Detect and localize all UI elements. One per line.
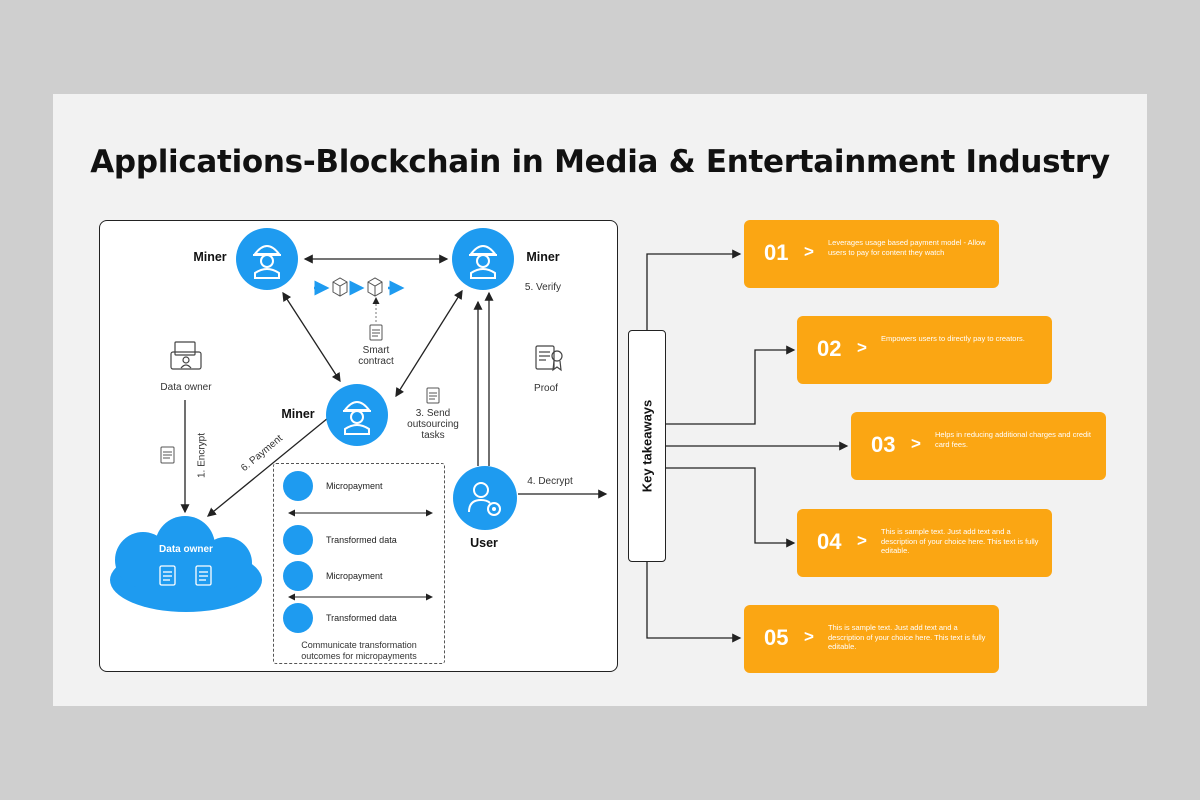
flow-item-4: Transformed data <box>326 613 397 623</box>
document-icon <box>283 603 313 633</box>
miner-center-node <box>326 384 388 446</box>
takeaway-text: Leverages usage based payment model - Al… <box>828 238 986 257</box>
proof-label: Proof <box>534 383 558 394</box>
miner-link-right <box>395 289 463 398</box>
miner-icon <box>342 401 372 435</box>
micropayment-icon <box>283 561 313 591</box>
micropayment-flow-box <box>273 463 445 664</box>
user-gear-icon <box>468 482 501 516</box>
flow-item-3: Micropayment <box>326 571 383 581</box>
kt-connector-02 <box>666 345 796 425</box>
takeaway-number: 01 <box>764 240 789 265</box>
flow-caption-2: outcomes for micropayments <box>301 651 417 661</box>
takeaway-text: Helps in reducing additional charges and… <box>935 430 1091 449</box>
send-label-3: tasks <box>421 430 445 441</box>
page-title: Applications-Blockchain in Media & Enter… <box>90 144 1110 180</box>
document-icon <box>369 324 383 341</box>
takeaway-card-01: 01 > Leverages usage based payment model… <box>744 220 999 288</box>
miner-left-node <box>236 228 298 290</box>
takeaway-text: This is sample text. Just add text and a… <box>881 527 1039 555</box>
send-label-1: 3. Send <box>415 408 451 419</box>
kt-connector-04 <box>666 467 796 548</box>
encrypt-label: 1. Encrypt <box>196 432 208 479</box>
smart-contract-label-2: contract <box>358 356 394 367</box>
takeaway-card-02: 02 > Empowers users to directly pay to c… <box>797 316 1052 384</box>
cloud-icon <box>110 516 262 612</box>
takeaway-text: This is sample text. Just add text and a… <box>828 623 986 651</box>
smart-contract-label-1: Smart <box>362 345 390 356</box>
micropayment-icon <box>283 471 313 501</box>
data-owner-label: Data owner <box>160 382 212 393</box>
chevron-right-icon: > <box>804 627 814 646</box>
takeaway-number: 02 <box>817 336 842 361</box>
chevron-right-icon: > <box>857 338 867 357</box>
data-owner-icon <box>170 341 202 370</box>
miner-center-label: Miner <box>281 407 315 421</box>
flow-item-2: Transformed data <box>326 535 397 545</box>
key-takeaways-label: Key takeaways <box>639 399 655 493</box>
takeaway-text: Empowers users to directly pay to creato… <box>881 334 1025 343</box>
flow-item-1: Micropayment <box>326 481 383 491</box>
blockchain-cube-icon <box>332 277 383 297</box>
verify-label: 5. Verify <box>524 282 562 293</box>
kt-connector-05 <box>646 562 742 643</box>
document-icon <box>426 387 440 404</box>
takeaway-card-05: 05 > This is sample text. Just add text … <box>744 605 999 673</box>
takeaway-number: 05 <box>764 625 789 650</box>
document-icon <box>160 446 175 464</box>
document-icon <box>283 525 313 555</box>
cloud-data-owner-label: Data owner <box>159 544 213 555</box>
takeaway-number: 03 <box>871 432 896 457</box>
payment-arrow <box>206 417 329 517</box>
miner-icon <box>468 245 498 279</box>
user-node <box>453 466 517 530</box>
kt-connector-01 <box>646 249 742 330</box>
chevron-right-icon: > <box>857 531 867 550</box>
miner-icon <box>252 245 282 279</box>
miner-link-left <box>282 291 341 383</box>
miner-right-node <box>452 228 514 290</box>
decrypt-label: 4. Decrypt <box>527 476 573 487</box>
user-label: User <box>470 536 498 550</box>
chevron-right-icon: > <box>911 434 921 453</box>
flow-caption-1: Communicate transformation <box>301 640 417 650</box>
takeaway-card-03: 03 > Helps in reducing additional charge… <box>851 412 1106 480</box>
miner-right-label: Miner <box>526 250 560 264</box>
takeaway-card-04: 04 > This is sample text. Just add text … <box>797 509 1052 577</box>
send-label-2: outsourcing <box>407 419 459 430</box>
miner-left-label: Miner <box>193 250 227 264</box>
certificate-icon <box>535 345 563 372</box>
chevron-right-icon: > <box>804 242 814 261</box>
takeaway-number: 04 <box>817 529 842 554</box>
key-takeaways-box: Key takeaways <box>628 330 666 562</box>
